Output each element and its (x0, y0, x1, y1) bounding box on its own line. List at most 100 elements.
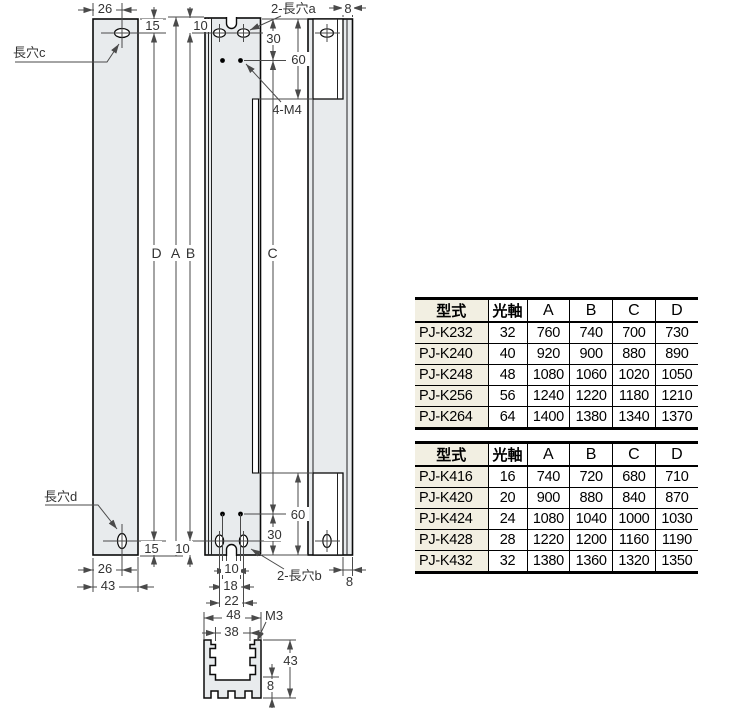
dim-15-bottom: 15 (144, 541, 158, 556)
value-cell: 32 (487, 550, 527, 573)
value-cell: 740 (526, 465, 570, 488)
value-cell: 720 (569, 465, 613, 488)
m4-hole (238, 58, 243, 63)
value-cell: 16 (487, 465, 527, 488)
model-cell: PJ-K256 (415, 385, 488, 407)
slot-d-leader (45, 504, 118, 530)
value-cell: 1080 (526, 508, 570, 530)
text-backgrounds (94, 2, 354, 692)
value-cell: 1160 (612, 529, 656, 551)
value-cell: 870 (654, 487, 698, 509)
dim-22: 22 (224, 593, 238, 608)
value-cell: 28 (487, 529, 527, 551)
value-cell: 1340 (612, 406, 656, 429)
value-cell: 1220 (526, 529, 570, 551)
m4-hole (220, 58, 225, 63)
model-cell: PJ-K416 (415, 465, 488, 488)
value-cell: 56 (487, 385, 527, 407)
table-header: 型式 (415, 442, 488, 467)
slot-c-leader (15, 43, 120, 63)
value-cell: 900 (569, 343, 613, 365)
label-m3: M3 (265, 608, 283, 623)
label-slots-a: 2-長穴a (271, 1, 317, 16)
m3-leader (256, 621, 267, 642)
table-header: C (612, 442, 656, 467)
value-cell: 700 (612, 321, 656, 344)
dim-10-top: 10 (193, 18, 207, 33)
value-cell: 1350 (654, 550, 698, 573)
value-cell: 710 (654, 465, 698, 488)
dim-26-bottom: 26 (98, 561, 112, 576)
slots-a-leader (249, 15, 282, 31)
value-cell: 1400 (526, 406, 570, 429)
value-cell: 1060 (569, 364, 613, 386)
value-cell: 48 (487, 364, 527, 386)
table-header: D (654, 298, 698, 323)
value-cell: 1180 (612, 385, 656, 407)
value-cell: 920 (526, 343, 570, 365)
value-cell: 24 (487, 508, 527, 530)
dim-60-top: 60 (291, 52, 305, 67)
model-cell: PJ-K420 (415, 487, 488, 509)
table-header: D (654, 442, 698, 467)
table-header: C (612, 298, 656, 323)
value-cell: 900 (526, 487, 570, 509)
dim-letter-a: A (171, 245, 181, 261)
dim-letter-b: B (186, 245, 195, 261)
value-cell: 740 (569, 321, 613, 344)
value-cell: 880 (612, 343, 656, 365)
value-cell: 40 (487, 343, 527, 365)
table-header: A (526, 298, 570, 323)
dim-18: 18 (223, 578, 237, 593)
model-cell: PJ-K240 (415, 343, 488, 365)
model-cell: PJ-K264 (415, 406, 488, 429)
table-header: 型式 (415, 298, 488, 323)
dim-30-bottom: 30 (267, 527, 281, 542)
model-cell: PJ-K432 (415, 550, 488, 573)
value-cell: 1210 (654, 385, 698, 407)
dim-60-bottom: 60 (291, 507, 305, 522)
value-cell: 1200 (569, 529, 613, 551)
dim-8-top: 8 (344, 1, 351, 16)
bottom-notch (225, 543, 238, 556)
dim-10-bottom: 10 (175, 541, 189, 556)
dim-43-profile: 43 (283, 653, 297, 668)
label-slots-b: 2-長穴b (277, 568, 322, 583)
slots-b-leader (250, 548, 285, 570)
label-slot-c: 長穴c (13, 45, 46, 60)
value-cell: 680 (612, 465, 656, 488)
left-plate-front-view (92, 18, 139, 556)
dim-30-top: 30 (266, 31, 280, 46)
table-header: 光軸 (487, 298, 527, 323)
sensor-body-side-view (307, 18, 354, 556)
m4-leader (245, 63, 282, 103)
model-cell: PJ-K428 (415, 529, 488, 551)
table-header: A (526, 442, 570, 467)
value-cell: 890 (654, 343, 698, 365)
value-cell: 32 (487, 321, 527, 344)
value-cell: 1190 (654, 529, 698, 551)
value-cell: 1240 (526, 385, 570, 407)
value-cell: 730 (654, 321, 698, 344)
value-cell: 1030 (654, 508, 698, 530)
value-cell: 1040 (569, 508, 613, 530)
label-slot-d: 長穴d (44, 489, 77, 504)
value-cell: 1080 (526, 364, 570, 386)
table-header: B (569, 442, 613, 467)
model-cell: PJ-K248 (415, 364, 488, 386)
table-header: 光軸 (487, 442, 527, 467)
value-cell: 1000 (612, 508, 656, 530)
